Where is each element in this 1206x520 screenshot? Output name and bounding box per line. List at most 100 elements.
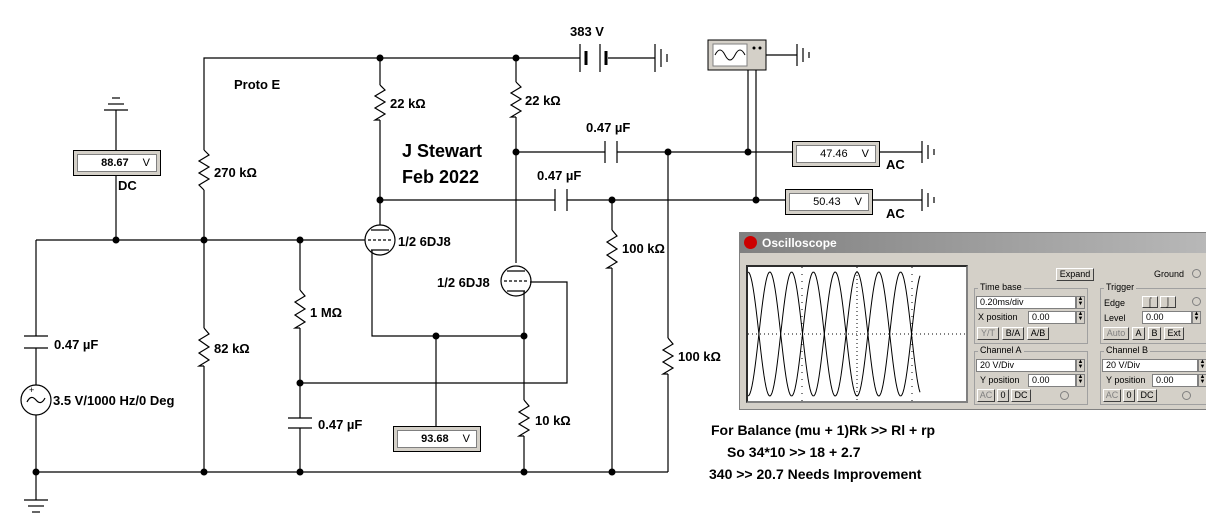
oscilloscope-titlebar[interactable]: Oscilloscope <box>740 233 1206 253</box>
timebase-spinner[interactable]: ▲▼ <box>1076 296 1085 309</box>
note-line-2: So 34*10 >> 18 + 2.7 <box>727 444 861 460</box>
resistor-22k-b <box>508 81 523 118</box>
author-label: J Stewart <box>402 141 482 161</box>
channel-a-group <box>974 351 1088 405</box>
resistor-1m <box>292 289 307 329</box>
proto-label: Proto E <box>234 77 281 92</box>
c-grid-label: 0.47 µF <box>318 417 362 432</box>
capacitor-out-bottom <box>554 189 568 211</box>
dc-voltmeter[interactable]: 88.67 V <box>73 150 161 176</box>
channel-a-terminal[interactable] <box>1060 391 1069 400</box>
ac-bottom-mode-label: AC <box>886 206 905 221</box>
channel-a-ypos-label: Y position <box>980 375 1020 385</box>
trigger-terminal[interactable] <box>1192 297 1201 306</box>
r100k-b-label: 100 kΩ <box>678 349 721 364</box>
ab-button[interactable]: A/B <box>1027 327 1049 340</box>
oscilloscope-icon[interactable] <box>707 39 767 71</box>
channel-b-scale-field[interactable]: 20 V/Div <box>1102 359 1198 372</box>
trigger-b-button[interactable]: B <box>1148 327 1161 340</box>
channel-b-label: Channel B <box>1104 345 1151 355</box>
edge-rising-button[interactable]: ⌠ <box>1142 296 1158 308</box>
edge-falling-button[interactable]: ⌡ <box>1160 296 1176 308</box>
channel-a-ypos-field[interactable]: 0.00 <box>1028 374 1076 387</box>
ground-terminal[interactable] <box>1192 269 1201 278</box>
resistor-symbols <box>196 81 675 437</box>
battery-symbol <box>579 44 608 72</box>
channel-b-ac-button[interactable]: AC <box>1103 389 1121 402</box>
timebase-label: Time base <box>978 282 1024 292</box>
tube-upper-symbol <box>364 224 396 256</box>
oscilloscope-screen <box>746 265 968 403</box>
dc-meter-unit: V <box>142 157 150 169</box>
channel-b-zero-button[interactable]: 0 <box>1123 389 1135 402</box>
supply-voltage-label: 383 V <box>570 24 604 39</box>
level-spinner[interactable]: ▲▼ <box>1192 311 1201 324</box>
ac-top-unit: V <box>861 148 869 160</box>
r22k-b-label: 22 kΩ <box>525 93 561 108</box>
resistor-100k-a <box>604 229 619 269</box>
resistor-22k-a <box>372 84 387 121</box>
timebase-group <box>974 288 1088 344</box>
channel-a-ypos-spinner[interactable]: ▲▼ <box>1076 374 1085 387</box>
ac-source-symbol: + <box>20 384 52 416</box>
c-out-bottom-label: 0.47 µF <box>537 168 581 183</box>
source-label: 3.5 V/1000 Hz/0 Deg <box>53 393 174 408</box>
channel-b-terminal[interactable] <box>1182 391 1191 400</box>
ac-bottom-unit: V <box>854 196 862 208</box>
svg-text:+: + <box>29 385 34 395</box>
cathode-meter-value: 93.68 <box>421 433 449 445</box>
junction-dots <box>32 54 760 476</box>
trigger-auto-button[interactable]: Auto <box>1103 327 1129 340</box>
channel-b-group <box>1100 351 1206 405</box>
channel-a-scale-spinner[interactable]: ▲▼ <box>1076 359 1085 372</box>
wires <box>35 57 792 500</box>
trigger-group <box>1100 288 1206 344</box>
oscilloscope-window[interactable]: Oscilloscope Expand Ground Time base 0.2… <box>739 232 1206 410</box>
channel-b-ypos-field[interactable]: 0.00 <box>1152 374 1198 387</box>
expand-button[interactable]: Expand <box>1056 268 1094 281</box>
channel-a-ac-button[interactable]: AC <box>977 389 995 402</box>
ac-bottom-value: 50.43 <box>813 196 841 208</box>
channel-a-label: Channel A <box>978 345 1024 355</box>
channel-a-scale-field[interactable]: 20 V/Div <box>976 359 1076 372</box>
trigger-label: Trigger <box>1104 282 1137 292</box>
note-line-3: 340 >> 20.7 Needs Improvement <box>709 466 922 482</box>
ground-label: Ground <box>1154 269 1185 279</box>
trigger-a-button[interactable]: A <box>1132 327 1145 340</box>
c-in-label: 0.47 µF <box>54 337 98 352</box>
yt-button[interactable]: Y/T <box>977 327 999 340</box>
channel-b-ypos-spinner[interactable]: ▲▼ <box>1198 374 1206 387</box>
channel-a-zero-button[interactable]: 0 <box>997 389 1009 402</box>
dc-meter-value: 88.67 <box>101 157 129 169</box>
r270k-label: 270 kΩ <box>214 165 257 180</box>
r10k-label: 10 kΩ <box>535 413 571 428</box>
oscilloscope-traces <box>747 267 966 401</box>
level-label: Level <box>1104 313 1126 323</box>
tube-upper-label: 1/2 6DJ8 <box>398 234 451 249</box>
edge-label: Edge <box>1104 298 1126 308</box>
ba-button[interactable]: B/A <box>1002 327 1024 340</box>
capacitor-grid <box>288 417 312 429</box>
channel-a-dc-button[interactable]: DC <box>1011 389 1031 402</box>
timebase-field[interactable]: 0.20ms/div <box>976 296 1076 309</box>
c-out-top-label: 0.47 µF <box>586 120 630 135</box>
xpos-field[interactable]: 0.00 <box>1028 311 1076 324</box>
tube-lower-label: 1/2 6DJ8 <box>437 275 490 290</box>
channel-b-dc-button[interactable]: DC <box>1137 389 1157 402</box>
r1m-label: 1 MΩ <box>310 305 342 320</box>
level-field[interactable]: 0.00 <box>1142 311 1192 324</box>
ac-voltmeter-bottom[interactable]: 50.43 V <box>785 189 873 215</box>
channel-b-scale-spinner[interactable]: ▲▼ <box>1198 359 1206 372</box>
r82k-label: 82 kΩ <box>214 341 250 356</box>
resistor-82k <box>196 327 211 367</box>
trigger-ext-button[interactable]: Ext <box>1164 327 1184 340</box>
xpos-spinner[interactable]: ▲▼ <box>1076 311 1085 324</box>
resistor-100k-b <box>660 337 675 375</box>
dc-mode-label: DC <box>118 178 137 193</box>
resistor-270k <box>197 149 211 191</box>
oscilloscope-title: Oscilloscope <box>762 236 837 250</box>
channel-b-trace <box>747 271 921 397</box>
